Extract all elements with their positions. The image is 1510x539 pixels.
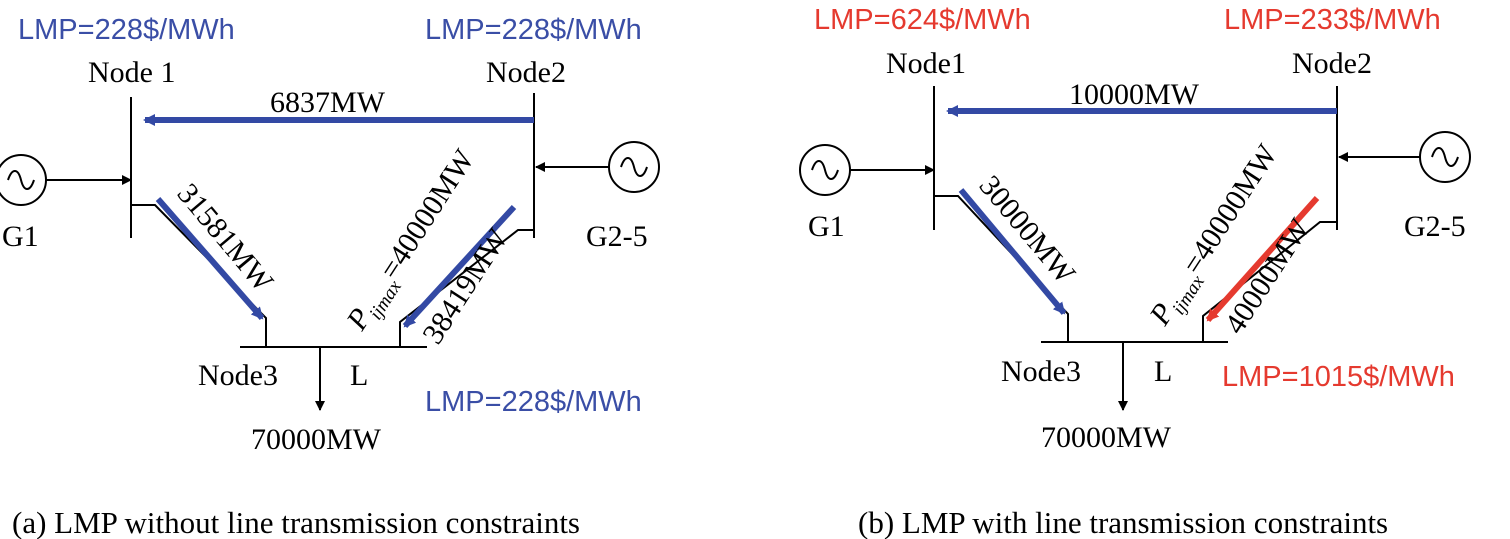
flow-1-2-label: 6837MW <box>270 86 386 119</box>
flow-arrow-2-3 <box>402 204 517 329</box>
gen1-label: G1 <box>2 220 39 253</box>
node1-label: Node 1 <box>88 56 175 89</box>
caption-a: (a) LMP without line transmission constr… <box>12 505 580 539</box>
flow-arrow-1-3 <box>958 188 1067 315</box>
line-2-3 <box>399 229 534 347</box>
gen2-label: G2-5 <box>586 220 648 253</box>
lmp-node1-label: LMP=228$/MWh <box>18 14 235 46</box>
node2-label: Node2 <box>1292 47 1372 80</box>
flow-2-3-label: 38419MW <box>416 222 515 350</box>
lmp-node2-label: LMP=228$/MWh <box>425 14 642 46</box>
load-label: L <box>350 359 368 392</box>
panel-b: LMP=624$/MWh LMP=233$/MWh Node1 Node2 10… <box>799 4 1471 539</box>
flow-arrow-2-3 <box>1205 196 1320 322</box>
gen1-label: G1 <box>808 210 845 243</box>
node3-label: Node3 <box>198 359 278 392</box>
generator-g1 <box>0 154 132 206</box>
node3-label: Node3 <box>1001 355 1081 388</box>
generator-g2-5 <box>1338 131 1471 183</box>
load-label: L <box>1154 355 1172 388</box>
ac-source-icon <box>620 157 648 177</box>
caption-b: (b) LMP with line transmission constrain… <box>858 505 1388 539</box>
ac-source-icon <box>7 170 35 190</box>
lmp-node2-label: LMP=233$/MWh <box>1224 4 1441 36</box>
lmp-node3-label: LMP=228$/MWh <box>425 386 642 418</box>
line-2-3 <box>1202 221 1337 342</box>
load-value: 70000MW <box>251 423 382 456</box>
flow-arrow-1-3 <box>155 197 265 320</box>
lmp-node3-label: LMP=1015$/MWh <box>1222 361 1455 393</box>
node2-label: Node2 <box>486 56 566 89</box>
generator-g1 <box>799 144 935 196</box>
gen2-label: G2-5 <box>1404 210 1466 243</box>
ac-source-icon <box>811 160 839 180</box>
generator-g2-5 <box>535 141 660 193</box>
load-value: 70000MW <box>1041 421 1172 454</box>
node1-label: Node1 <box>886 47 966 80</box>
lmp-node1-label: LMP=624$/MWh <box>814 4 1031 36</box>
ac-source-icon <box>1431 147 1459 167</box>
panel-a: LMP=228$/MWh LMP=228$/MWh Node 1 Node2 6… <box>0 14 660 539</box>
flow-1-2-label: 10000MW <box>1069 78 1200 111</box>
